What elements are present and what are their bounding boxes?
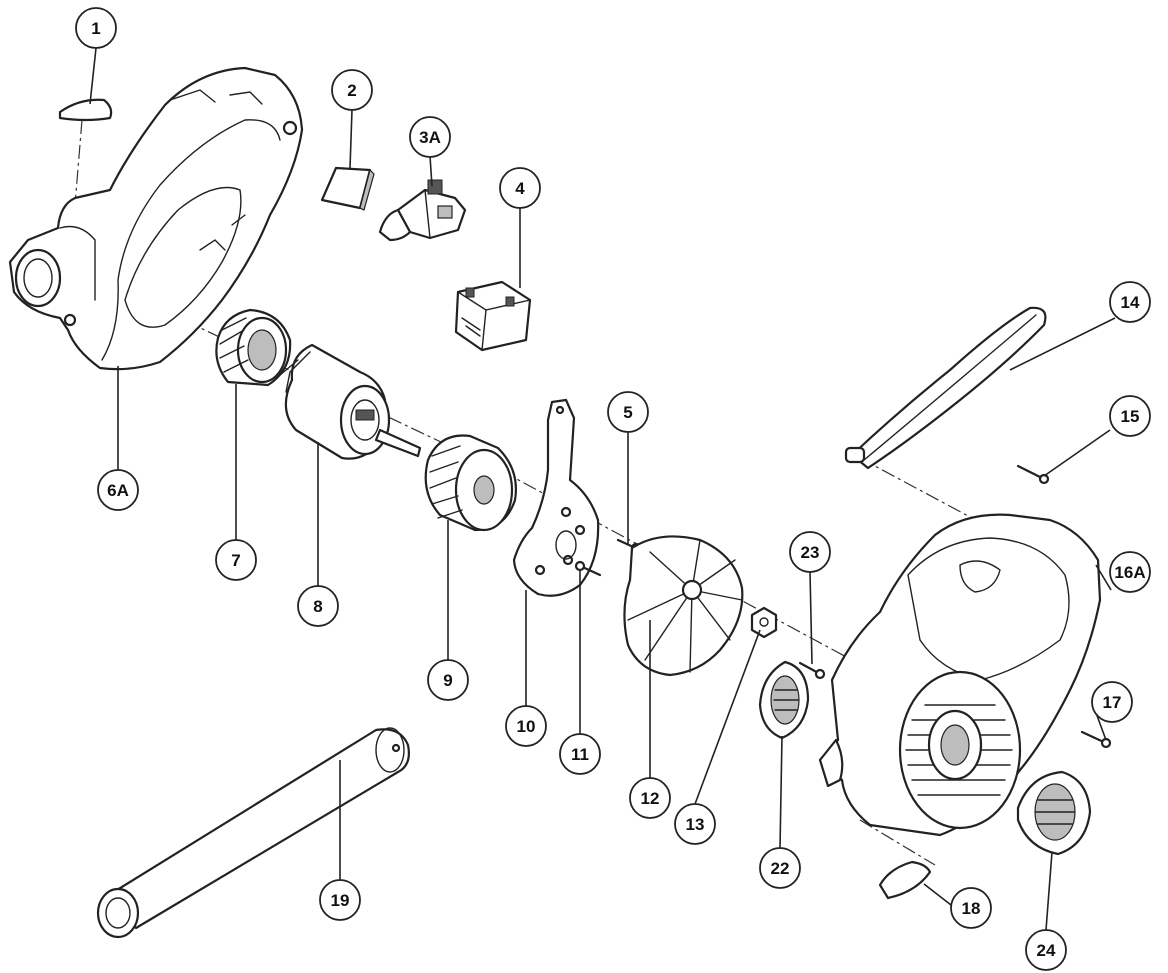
callout-7: 7 [215,539,257,581]
callout-18: 18 [950,887,992,929]
part-22-intake-grill [758,660,810,740]
callout-17: 17 [1091,681,1133,723]
part-13-nut [750,606,778,639]
callout-1: 1 [75,7,117,49]
leader-lines [89,47,1116,931]
part-7-motor-bracket [215,308,292,387]
callout-11: 11 [559,733,601,775]
callout-3a: 3A [409,116,451,158]
callout-24-label: 24 [1037,941,1056,960]
part-24-grill-cover [1016,770,1092,856]
callout-12-label: 12 [641,789,660,808]
callout-16a: 16A [1109,551,1151,593]
part-4-terminal-block [454,280,532,352]
callout-14: 14 [1109,281,1151,323]
callout-2-label: 2 [347,81,356,100]
part-8-motor [279,343,422,460]
callout-15: 15 [1109,395,1151,437]
part-2-switch-cover [320,166,375,211]
callout-3a-label: 3A [419,128,441,147]
part-6a-left-housing [8,66,304,371]
callout-18-label: 18 [962,899,981,918]
callout-6a-label: 6A [107,481,129,500]
callout-8: 8 [297,585,339,627]
callout-1-label: 1 [91,19,100,38]
part-19-nozzle-tube [96,727,410,939]
part-18-nameplate [878,860,932,900]
part-3a-switch [378,179,467,242]
callout-7-label: 7 [231,551,240,570]
callout-19: 19 [319,879,361,921]
callout-10-label: 10 [517,717,536,736]
callout-2: 2 [331,69,373,111]
callout-10: 10 [505,705,547,747]
part-1-nameplate [58,98,113,122]
callout-19-label: 19 [331,891,350,910]
part-9-fan-housing [424,434,517,532]
part-16a-right-housing [818,513,1102,837]
callout-13: 13 [674,803,716,845]
callout-11-label: 11 [571,745,589,764]
callout-9: 9 [427,659,469,701]
part-10-baffle-plate [512,398,600,597]
part-15-screw [1016,464,1050,485]
callout-5: 5 [607,391,649,433]
callout-16a-label: 16A [1114,563,1145,582]
callout-15-label: 15 [1121,407,1140,426]
callout-4: 4 [499,167,541,209]
part-17-screw [1080,730,1112,749]
callout-22-label: 22 [771,859,790,878]
part-23-screw [798,661,826,680]
callout-9-label: 9 [443,671,452,690]
callout-6a: 6A [97,469,139,511]
callout-23: 23 [789,531,831,573]
part-14-strap [844,306,1047,470]
callout-23-label: 23 [801,543,820,562]
callout-17-label: 17 [1103,693,1122,712]
callout-12: 12 [629,777,671,819]
assembly-axis-lines [74,119,1001,866]
callout-13-label: 13 [686,815,705,834]
part-12-impeller-fan [623,535,744,677]
callout-14-label: 14 [1121,293,1140,312]
callout-4-label: 4 [515,179,525,198]
callout-8-label: 8 [313,597,322,616]
callout-5-label: 5 [623,403,632,422]
callout-22: 22 [759,847,801,889]
callout-24: 24 [1025,929,1067,971]
